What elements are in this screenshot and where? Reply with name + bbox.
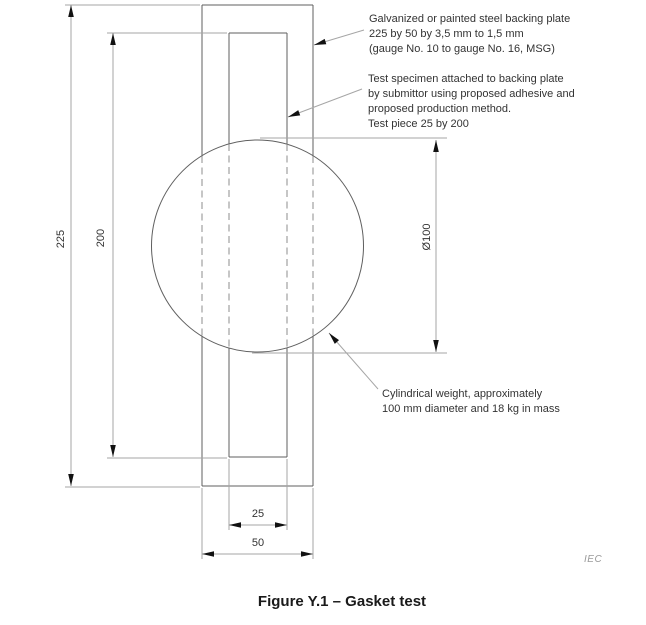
hidden-edges-dashed: [201, 144, 314, 348]
leader-test-specimen: [287, 88, 363, 118]
figure-caption: Figure Y.1 – Gasket test: [257, 593, 427, 610]
note-line: Test piece 25 by 200: [368, 118, 469, 130]
dim-label-weight-diameter: Ø100: [421, 224, 433, 251]
note-line: 225 by 50 by 3,5 mm to 1,5 mm: [369, 28, 524, 40]
dim-label-specimen-height: 200: [95, 229, 107, 247]
diagram-canvas: 225 200 Ø100 25 50: [55, 4, 447, 559]
note-line: 100 mm diameter and 18 kg in mass: [382, 403, 560, 415]
note-cylindrical-weight: Cylindrical weight, approximately 100 mm…: [382, 387, 560, 417]
leader-lines: [287, 29, 379, 390]
note-line: Galvanized or painted steel backing plat…: [369, 13, 571, 25]
dim-label-plate-height: 225: [55, 230, 67, 248]
test-specimen-outline: [228, 32, 288, 458]
dimension-labels: 225 200 Ø100 25 50: [55, 224, 433, 549]
dim-label-plate-width: 50: [252, 537, 264, 549]
note-backing-plate: Galvanized or painted steel backing plat…: [369, 12, 570, 57]
iec-source-label: IEC: [584, 554, 603, 565]
extension-lines: [65, 4, 447, 559]
note-test-specimen: Test specimen attached to backing plate …: [368, 72, 575, 132]
note-line: by submittor using proposed adhesive and: [368, 88, 575, 100]
note-line: proposed production method.: [368, 103, 512, 115]
backing-plate-outline: [201, 4, 314, 487]
leader-cylindrical-weight: [328, 332, 379, 390]
note-line: Test specimen attached to backing plate: [368, 73, 564, 85]
dimension-lines: [68, 5, 439, 557]
note-line: (gauge No. 10 to gauge No. 16, MSG): [369, 43, 555, 55]
dim-label-specimen-width: 25: [252, 508, 264, 520]
leader-backing-plate: [313, 29, 365, 46]
cylindrical-weight-circle: [151, 139, 364, 353]
note-line: Cylindrical weight, approximately: [382, 388, 543, 400]
